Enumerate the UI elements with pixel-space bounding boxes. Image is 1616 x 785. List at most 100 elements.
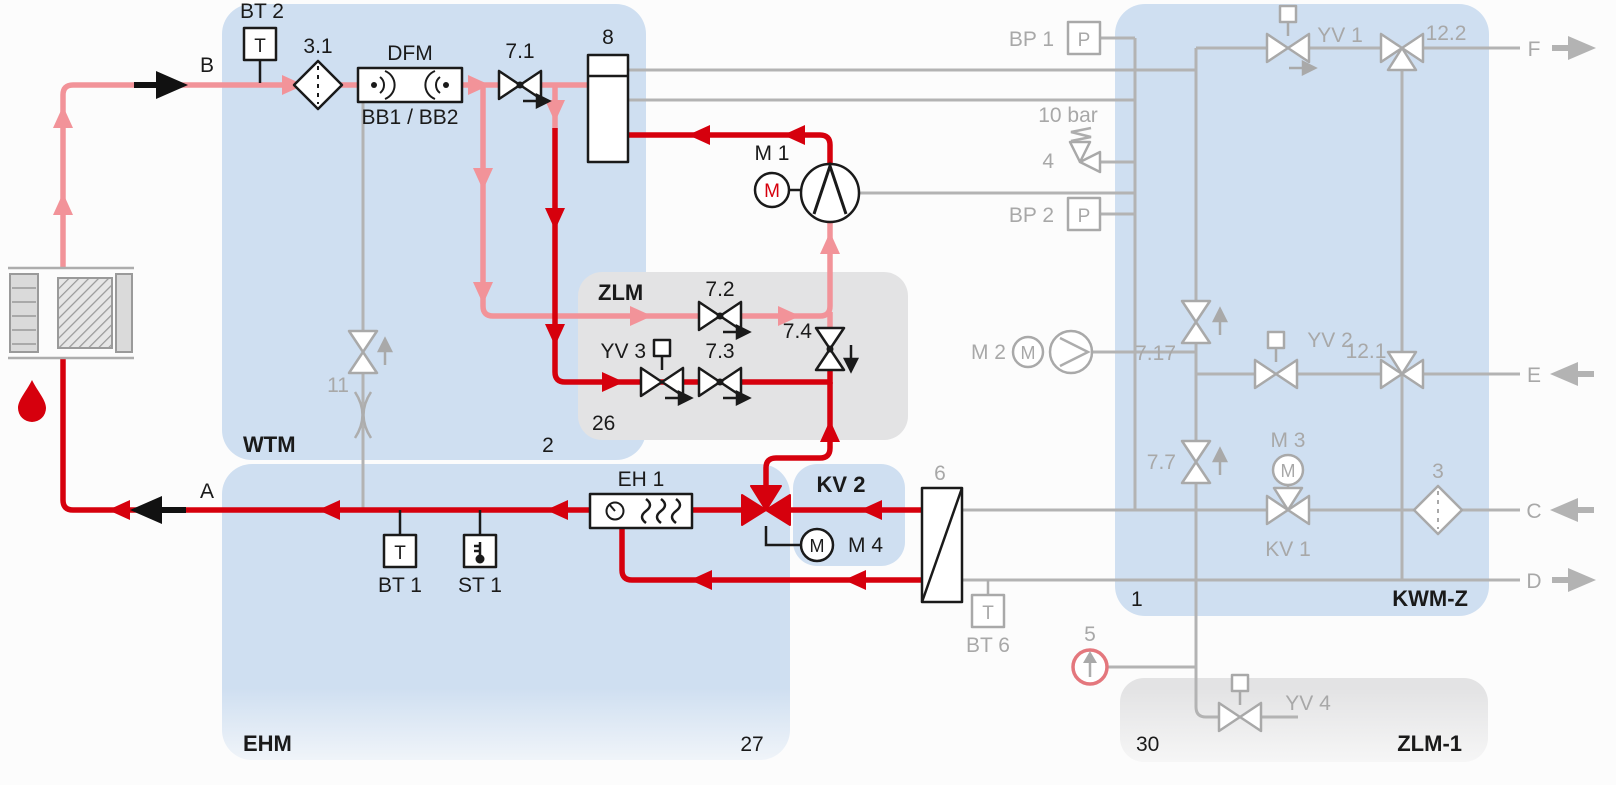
pump-m2-motor (1011, 335, 1045, 369)
temp-sensor-st1: ST 1 (458, 510, 502, 597)
pipe-supply-branch (480, 85, 833, 319)
safety-valve-4-body (1068, 140, 1102, 174)
bt6-glyph: T (982, 603, 994, 624)
valve-yv2-label: YV 2 (1307, 329, 1353, 352)
bp2-glyph: P (1078, 206, 1091, 227)
valve-yv4: YV 4 (1217, 673, 1331, 733)
hx-left-plate (9, 273, 39, 353)
port-b: B (134, 54, 214, 99)
safety-valve-4-label: 4 (1042, 150, 1054, 173)
valve-7-1-label: 7.1 (505, 40, 534, 63)
pump-m1-label: M 1 (754, 142, 789, 165)
valve-7-7-label: 7.7 (1147, 451, 1176, 474)
valve-7-4-label: 7.4 (783, 320, 813, 343)
valve-kv2-body (741, 485, 791, 526)
valve-kv1-label: KV 1 (1265, 538, 1311, 561)
temp-sensor-bt1: T BT 1 (378, 510, 422, 597)
port-c: C (1526, 498, 1594, 523)
port-c-arrow-icon (1550, 498, 1578, 522)
pressure-gauge-5: 5 (1071, 623, 1109, 686)
flow-arrow (53, 106, 73, 128)
kv2-motor-glyph: M (810, 536, 825, 556)
temp-sensor-bt2: T BT 2 (240, 0, 284, 83)
flow-arrow (108, 500, 130, 520)
valve-kv1: M M 3 KV 1 (1265, 429, 1311, 561)
bt2-label: BT 2 (240, 0, 284, 23)
port-b-label: B (200, 54, 214, 77)
valve-12-2-label: 12.2 (1426, 22, 1467, 45)
valve-7-17-label: 7.17 (1135, 342, 1176, 365)
dfm-waves-left (379, 70, 396, 100)
block-zlm1-label: ZLM-1 (1397, 731, 1462, 756)
vessel-8-label: 8 (602, 26, 614, 49)
block-zlm-label: ZLM (598, 280, 643, 305)
port-d: D (1526, 568, 1596, 593)
safety-valve-4-setpoint: 10 bar (1038, 104, 1098, 127)
pump-m1-body (799, 162, 861, 224)
hx-6-divider (920, 487, 964, 603)
valve-12-1-label: 12.1 (1346, 340, 1387, 363)
pipe-kv2-riser (763, 382, 833, 490)
filter-3-1-label: 3.1 (303, 35, 332, 58)
eh1-label: EH 1 (618, 468, 665, 491)
flow-arrow (688, 125, 710, 145)
valve-7-3-label: 7.3 (705, 340, 734, 363)
valve-7-3-dot (716, 378, 724, 386)
filter-3-1: 3.1 (292, 35, 344, 111)
external-heat-exchanger (8, 266, 134, 360)
valve-7-4-dot (826, 345, 834, 353)
pump-m2: M M 2 (971, 329, 1094, 375)
port-e-arrow-icon (1550, 362, 1578, 386)
pipe-eh1-loop (619, 527, 922, 583)
pump-m1-motor (753, 171, 791, 209)
valve-11-label: 11 (327, 374, 349, 397)
valve-yv1-label: YV 1 (1317, 24, 1363, 47)
bt6-body (970, 593, 1006, 629)
valve-yv2: YV 2 (1253, 329, 1353, 390)
valve-yv1: YV 1 (1265, 4, 1363, 76)
valve-yv3-label: YV 3 (600, 340, 646, 363)
pump-m2-label: M 2 (971, 341, 1006, 364)
pressure-sensor-bp1: P BP 1 (1009, 20, 1102, 56)
port-f-label: F (1528, 38, 1541, 61)
port-a: A (130, 480, 214, 524)
valve-yv4-label: YV 4 (1285, 692, 1331, 715)
valve-7-1: 7.1 (497, 40, 551, 109)
block-zlm-number: 26 (592, 412, 615, 435)
port-d-label: D (1526, 570, 1541, 593)
valve-7-3: 7.3 (697, 340, 751, 406)
pump-m1: M M 1 (753, 142, 861, 224)
valve-yv3: YV 3 (600, 338, 693, 406)
pipe-return-555 (552, 128, 830, 385)
port-a-label: A (200, 480, 214, 503)
port-c-label: C (1526, 500, 1541, 523)
kv1-motor-glyph: M (1281, 461, 1296, 481)
bt2-glyph: T (254, 36, 266, 57)
valve-7-7: 7.7 (1147, 439, 1228, 485)
block-kwmz-label: KWM-Z (1392, 586, 1468, 611)
kv1-motor-label: M 3 (1270, 429, 1305, 452)
port-e-label: E (1527, 364, 1541, 387)
pipes-return (60, 128, 922, 583)
port-a-arrow-icon (130, 496, 162, 524)
vessel-8: 8 (586, 26, 630, 164)
port-f: F (1528, 36, 1596, 61)
port-b-arrow-icon (156, 71, 188, 99)
vessel-8-body (586, 53, 630, 164)
valve-7-17: 7.17 (1135, 299, 1228, 365)
valve-12-1: 12.1 (1346, 340, 1425, 390)
bt6-label: BT 6 (966, 634, 1010, 657)
heat-exchanger-6: 6 (920, 462, 964, 604)
block-ehm-number: 27 (740, 733, 763, 756)
hx-6-label: 6 (934, 462, 946, 485)
gauge-5-arrow-icon (1083, 651, 1097, 663)
flow-arrow (820, 232, 840, 254)
hx-core (57, 277, 113, 349)
valve-12-2: 12.2 (1379, 22, 1467, 72)
dfm-transducer-right (443, 82, 449, 88)
bt2-body (242, 26, 278, 62)
valve-7-4: 7.4 (783, 320, 859, 373)
temp-sensor-bt6: T BT 6 (966, 580, 1010, 657)
flow-arrow (53, 193, 73, 215)
